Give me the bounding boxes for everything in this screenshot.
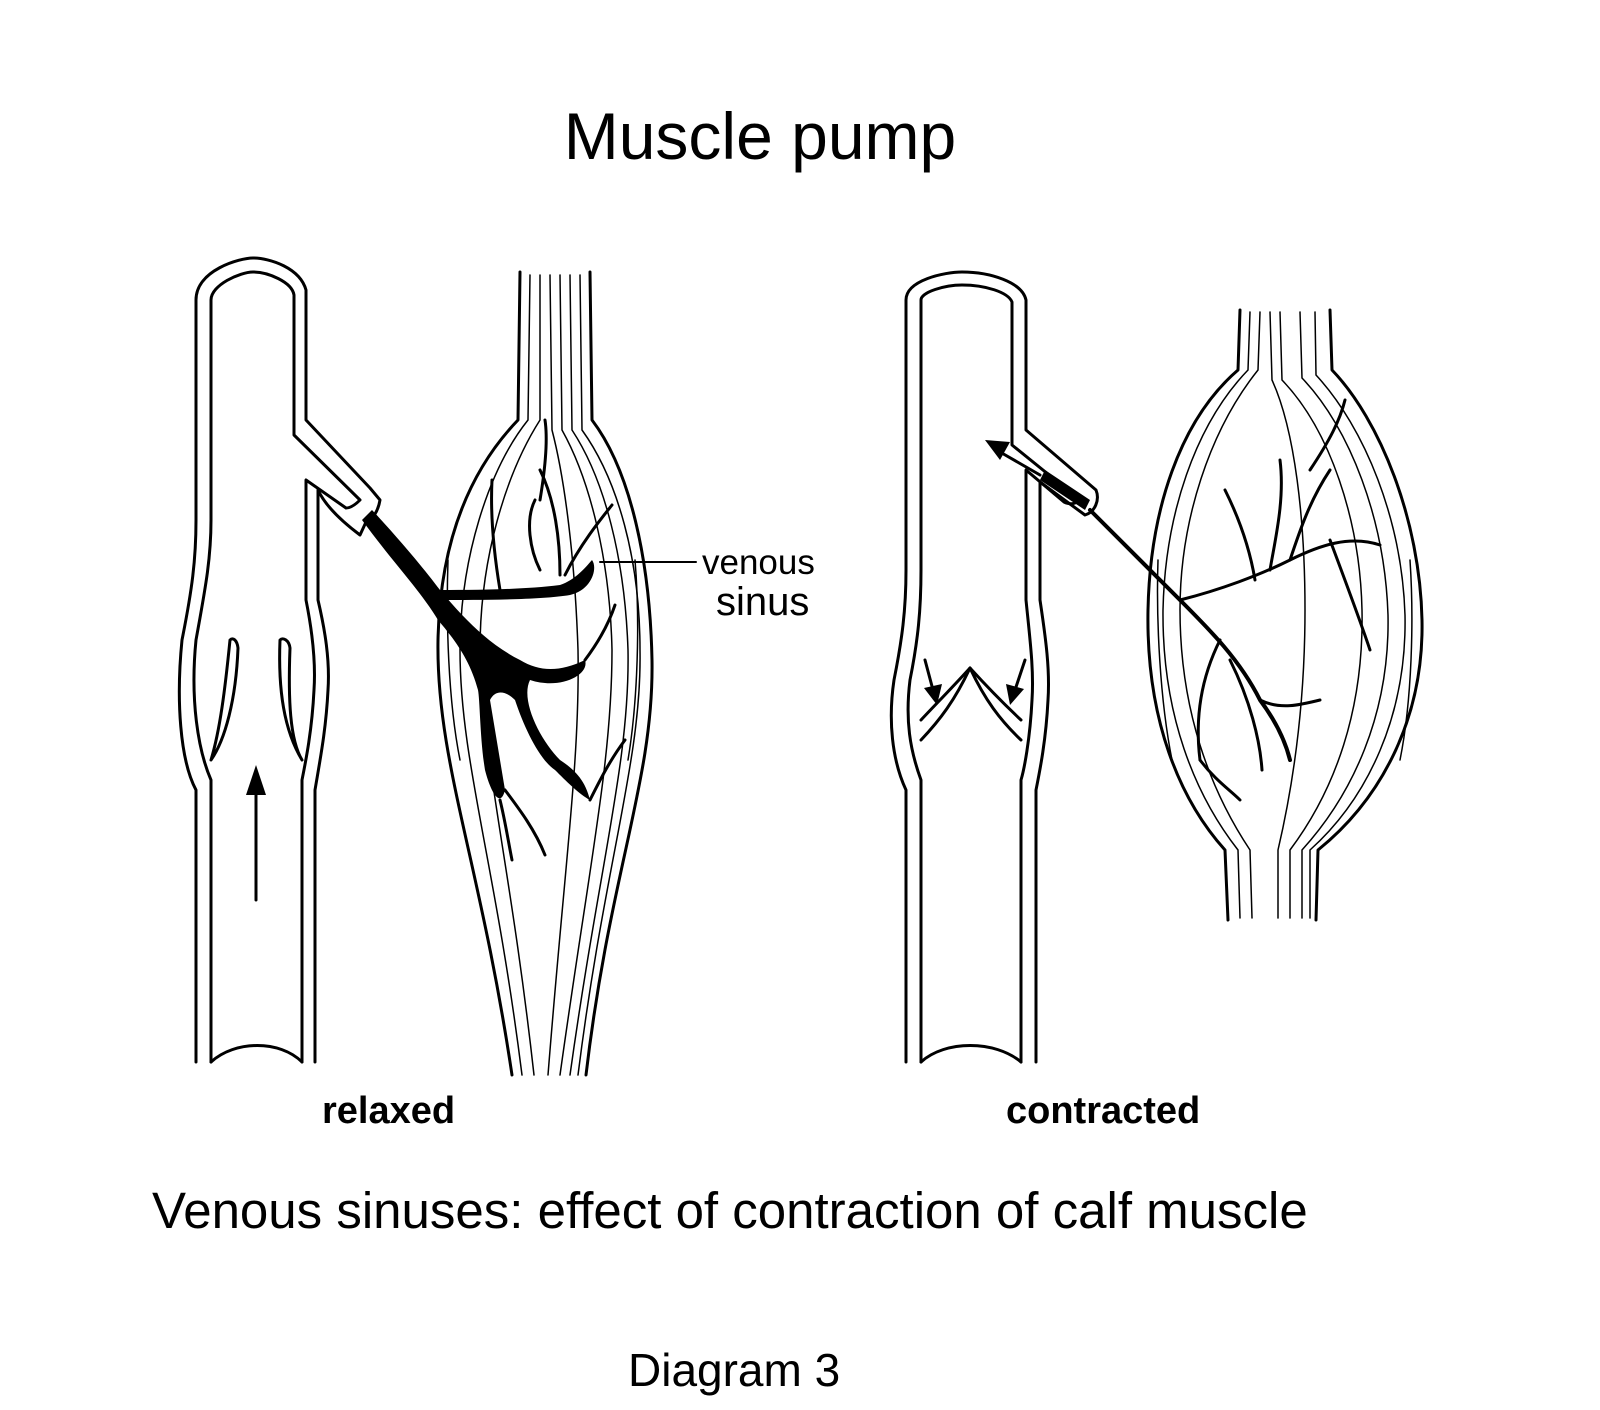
valve-closing-arrows	[923, 658, 1027, 705]
relaxed-muscle	[362, 270, 697, 1077]
contracted-label: contracted	[1006, 1090, 1201, 1132]
venous-sinus-branches	[362, 418, 627, 862]
diagram-caption: Venous sinuses: effect of contraction of…	[152, 1182, 1308, 1239]
diagram-title: Muscle pump	[563, 99, 957, 173]
contracted-muscle	[1088, 308, 1424, 922]
venous-sinus-label-line1: venous	[702, 543, 815, 582]
diagram-number: Diagram 3	[628, 1344, 841, 1396]
backflow-arrow	[985, 440, 1090, 510]
relaxed-vein	[177, 256, 382, 1064]
relaxed-label: relaxed	[322, 1090, 456, 1132]
upward-flow-arrow	[246, 765, 266, 902]
contracted-vein	[889, 270, 1099, 1064]
collapsed-sinus-branches	[1088, 398, 1382, 802]
venous-sinus-label-line2: sinus	[716, 580, 810, 624]
